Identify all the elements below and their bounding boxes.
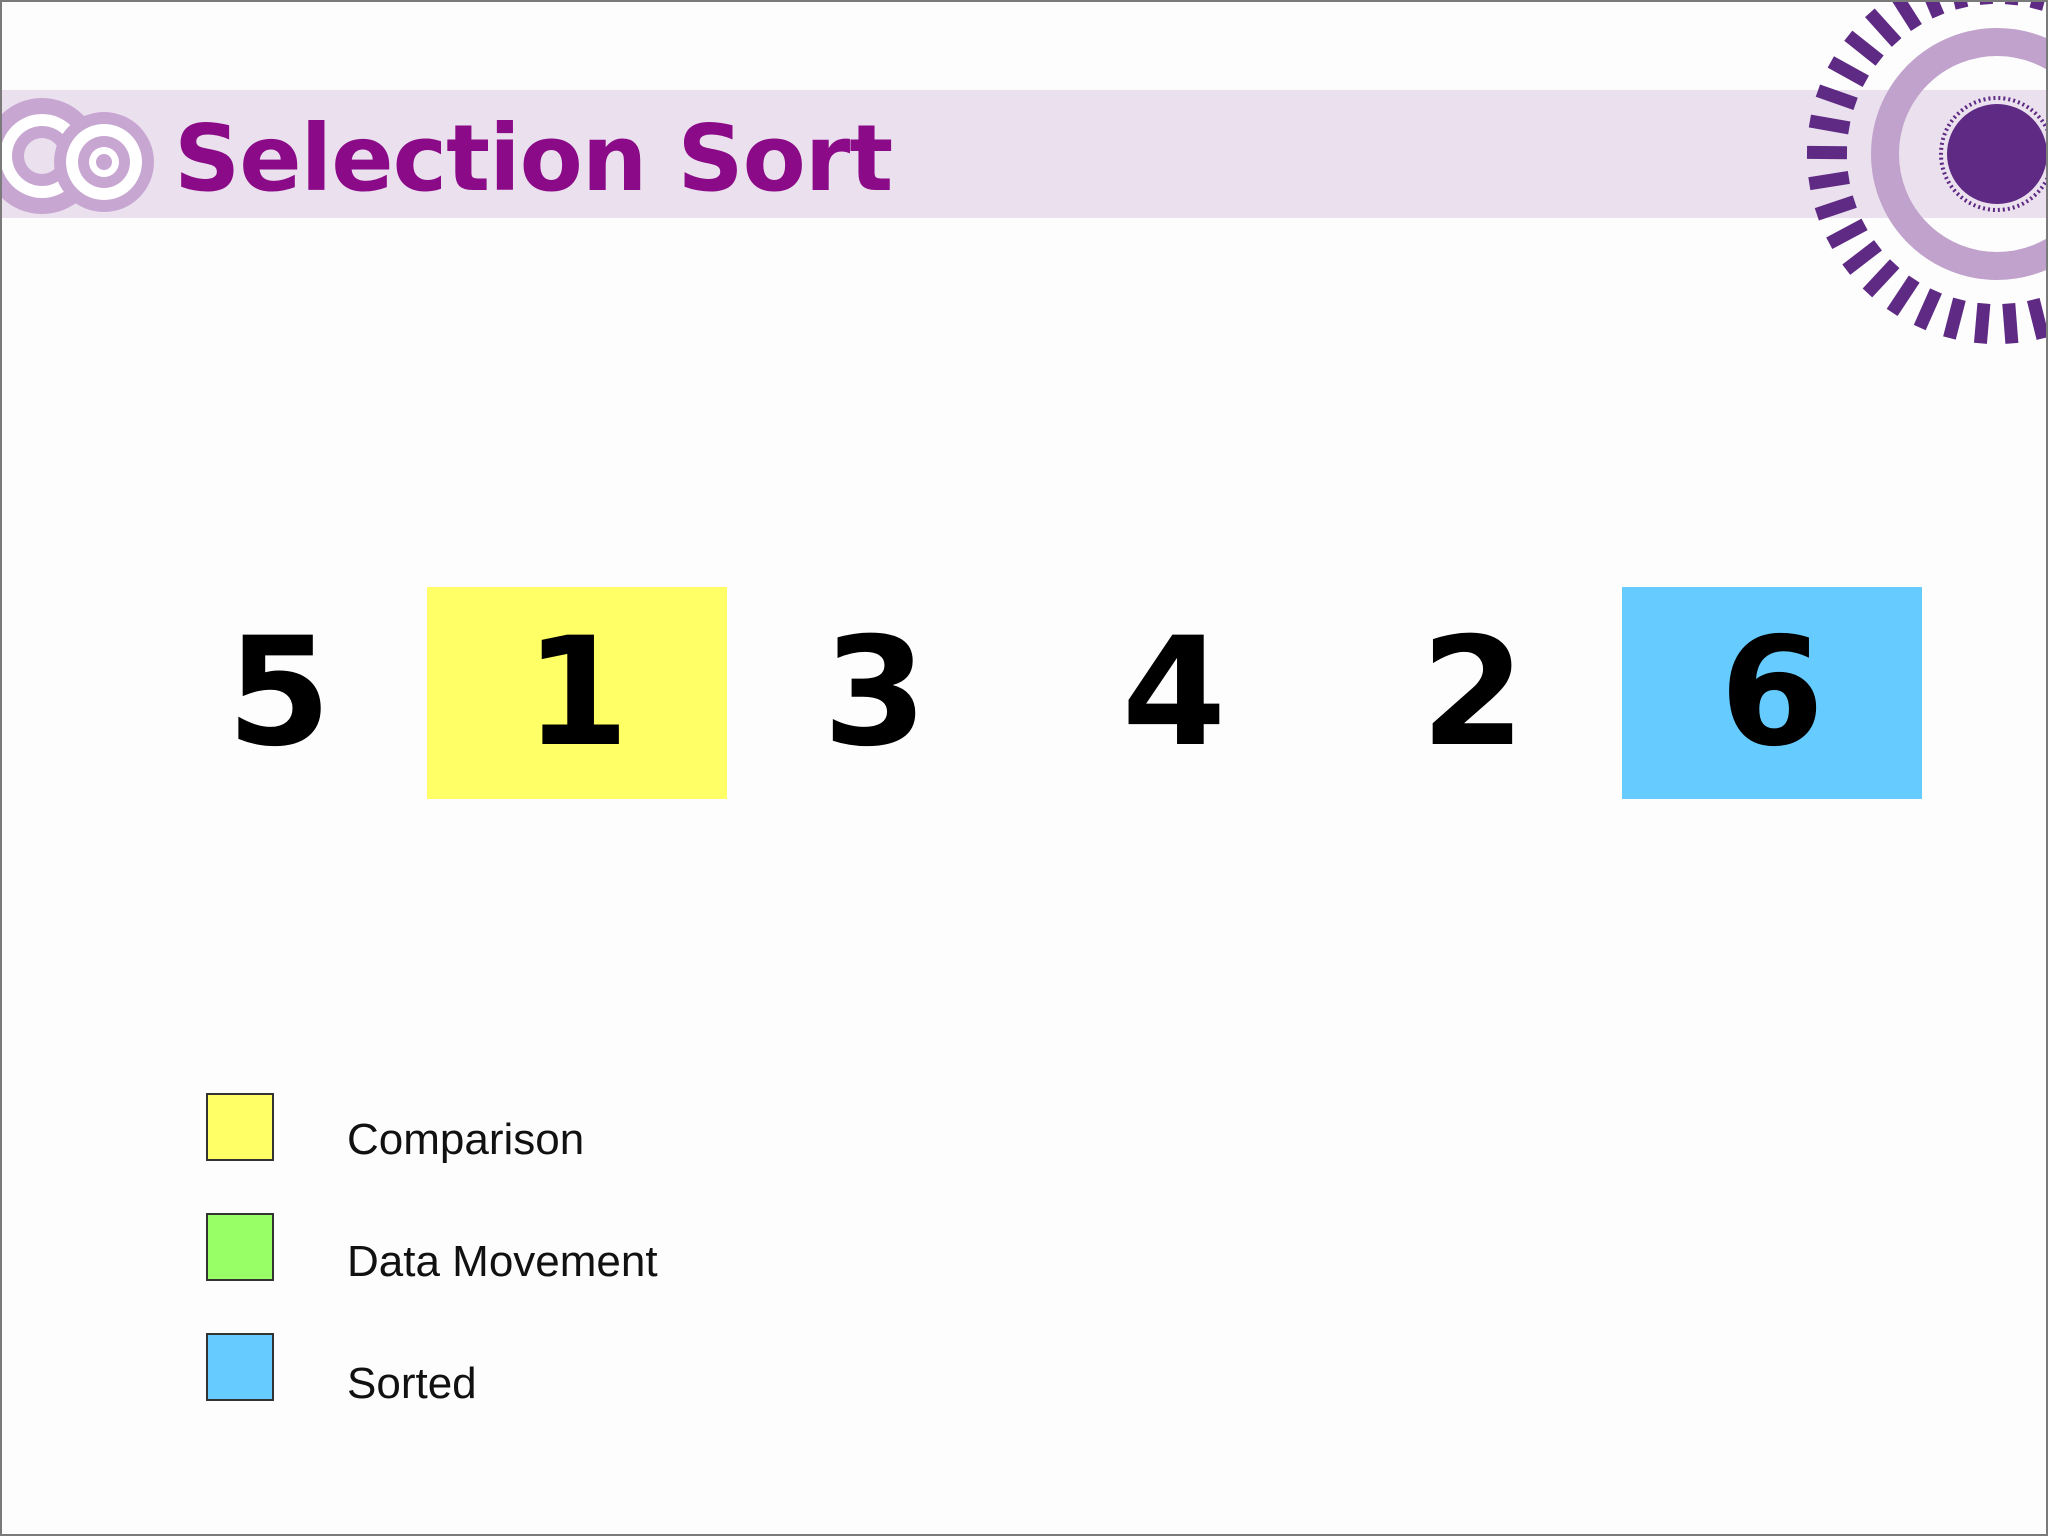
legend-label-data-movement: Data Movement xyxy=(347,1237,658,1286)
array-cell-3: 4 xyxy=(1024,587,1324,799)
array-cell-1: 1 xyxy=(427,587,727,799)
array-cell-value: 6 xyxy=(1719,606,1825,780)
legend-swatch-data-movement xyxy=(206,1213,274,1281)
array-cell-0: 5 xyxy=(129,587,429,799)
legend-swatch-comparison xyxy=(206,1093,274,1161)
legend-swatch-sorted xyxy=(206,1333,274,1401)
concentric-circles-logo-icon xyxy=(2,98,154,214)
legend-label-sorted: Sorted xyxy=(347,1359,477,1408)
array-cell-value: 5 xyxy=(226,606,332,780)
array-cell-4: 2 xyxy=(1323,587,1623,799)
array-cell-5: 6 xyxy=(1622,587,1922,799)
title-band xyxy=(2,90,2046,218)
array-cell-value: 1 xyxy=(524,606,630,780)
array-cell-value: 2 xyxy=(1420,606,1526,780)
array-cell-value: 4 xyxy=(1121,606,1227,780)
slide-title: Selection Sort xyxy=(174,105,893,212)
array-cell-value: 3 xyxy=(822,606,928,780)
legend-label-comparison: Comparison xyxy=(347,1115,585,1164)
array-cell-2: 3 xyxy=(725,587,1025,799)
sunburst-decoration-icon xyxy=(1806,2,2046,344)
